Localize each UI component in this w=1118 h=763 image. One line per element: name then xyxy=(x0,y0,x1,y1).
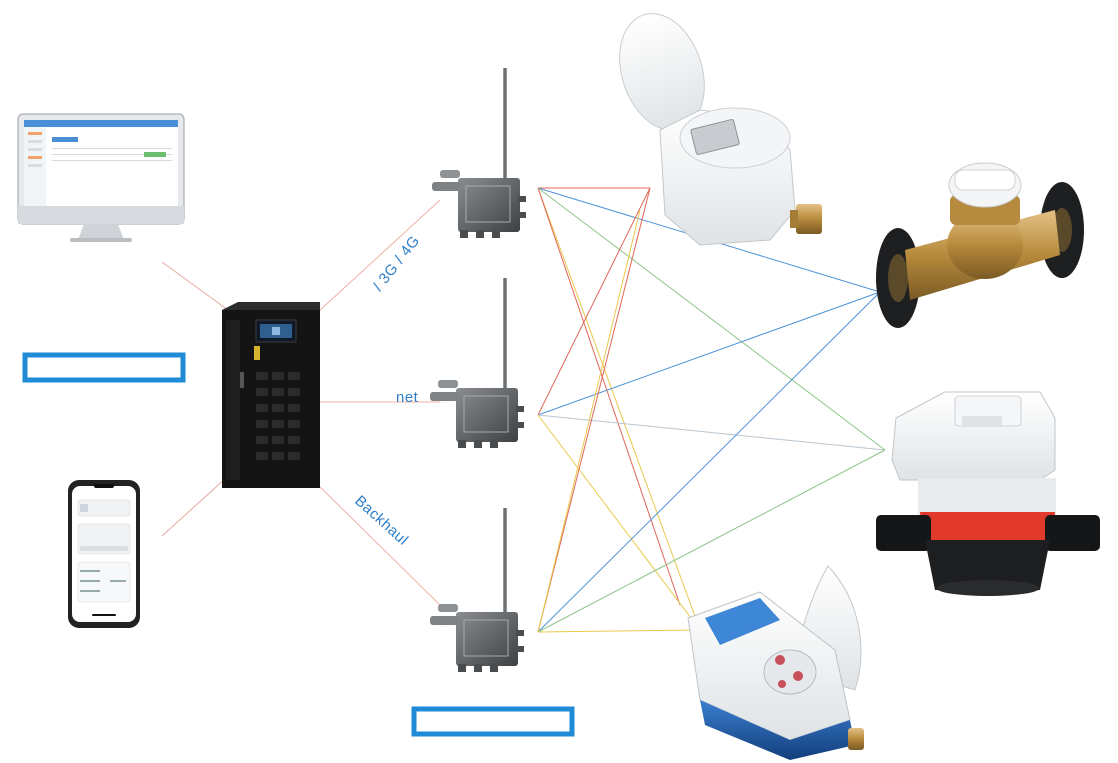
mesh-link xyxy=(537,291,881,633)
desktop-to-server-link xyxy=(161,261,229,311)
antenna-gateway-icon xyxy=(430,508,524,672)
gateway-middle xyxy=(430,278,524,448)
ethernet-link-label: net xyxy=(396,389,419,406)
server-to-gateway-top-link xyxy=(317,199,441,313)
mesh-link xyxy=(537,187,886,451)
antenna-gateway-icon xyxy=(430,278,524,448)
water-meter-icon xyxy=(619,13,822,246)
mesh-link xyxy=(537,187,701,631)
server-to-gateway-bottom-link xyxy=(317,484,441,606)
mesh-link xyxy=(537,209,641,633)
water-meter-icon xyxy=(876,162,1084,328)
backhaul-link-label: Backhaul xyxy=(351,492,411,549)
mesh-link xyxy=(537,187,651,416)
gateway-top xyxy=(432,68,526,238)
mesh-link xyxy=(537,187,681,606)
mesh-link xyxy=(537,414,701,631)
smartphone-icon xyxy=(68,480,140,628)
mesh-link xyxy=(537,414,886,451)
server-vent-grid xyxy=(256,372,300,460)
connection-lines xyxy=(161,187,886,633)
bottom-label-box xyxy=(411,706,575,737)
mesh-link xyxy=(537,187,651,633)
left-label-box xyxy=(22,352,186,383)
water-meter-icon xyxy=(687,565,864,760)
cellular-link-label: / 3G / 4G xyxy=(370,232,424,294)
phone-to-server-link xyxy=(161,477,227,537)
antenna-gateway-icon xyxy=(432,68,526,238)
server-cabinet-icon xyxy=(222,302,320,488)
water-meter-icon xyxy=(876,391,1100,596)
mesh-link xyxy=(537,629,701,633)
desktop-monitor-icon xyxy=(17,113,185,242)
mesh-link xyxy=(537,449,886,633)
gateway-bottom xyxy=(430,508,524,672)
